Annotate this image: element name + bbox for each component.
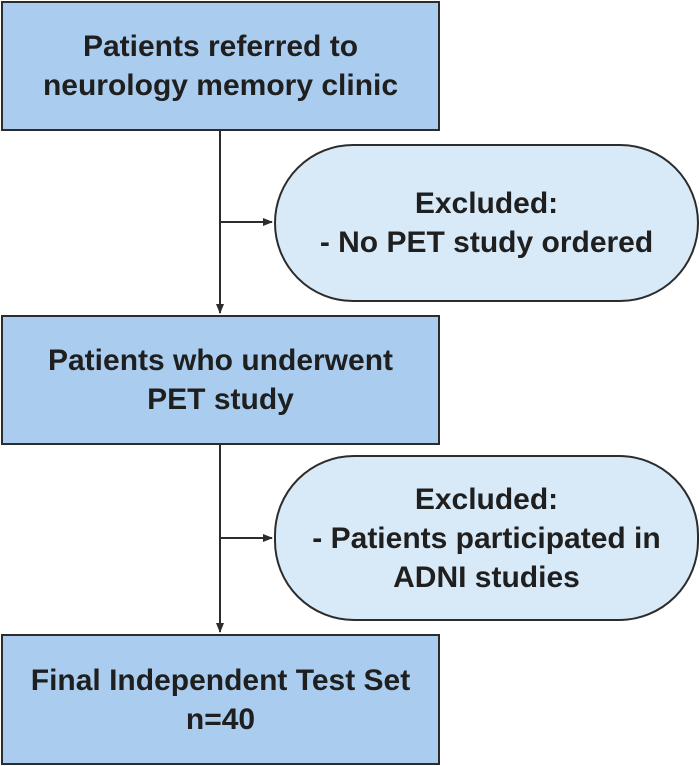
final-test-set-count: n=40 [185,702,256,736]
referred-patients-line2: neurology memory clinic [42,69,399,102]
referred-patients-line1: Patients referred to [82,30,359,63]
exclusion-adni-heading: Excluded: [414,482,559,516]
exclusion-adni-reason-line1: - Patients participated in [312,521,661,555]
exclusion-no-pet-heading: Excluded: [414,187,559,220]
pet-study-patients-line2: PET study [147,383,294,416]
final-test-set-title: Final Independent Test Set [30,663,411,697]
final-test-set-box: Final Independent Test Set n=40 [1,634,440,765]
exclusion-adni-reason-line2: ADNI studies [393,560,580,594]
pet-study-patients-box: Patients who underwent PET study [1,315,440,445]
exclusion-no-pet-reason: - No PET study ordered [319,226,654,259]
referred-patients-box: Patients referred to neurology memory cl… [1,1,440,131]
exclusion-no-pet-box: Excluded: - No PET study ordered [274,144,699,302]
exclusion-adni-box: Excluded: - Patients participated in ADN… [274,455,699,621]
pet-study-patients-line1: Patients who underwent [47,344,394,377]
